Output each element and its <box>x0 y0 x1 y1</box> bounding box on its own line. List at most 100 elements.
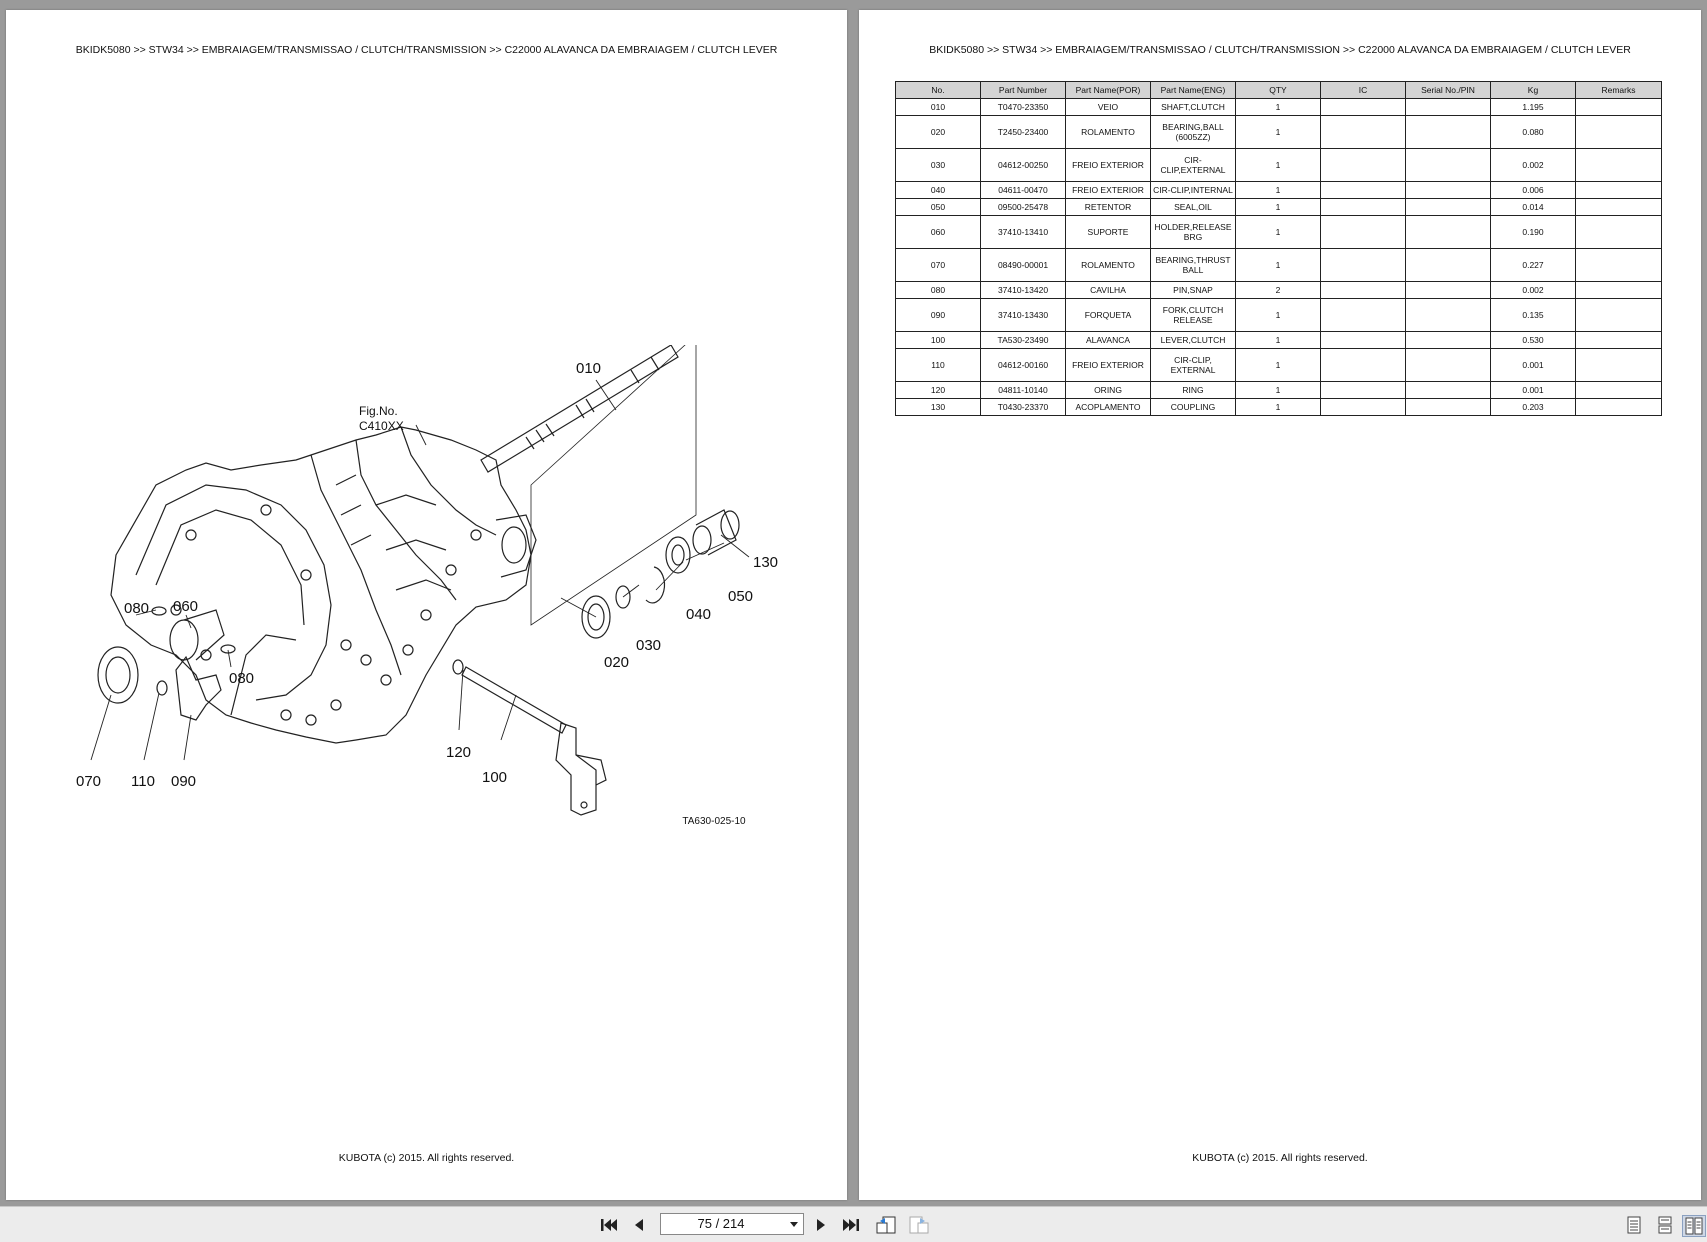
cell-kg: 0.190 <box>1490 215 1576 249</box>
cell-ic <box>1320 281 1406 299</box>
facing-pages-view-button[interactable] <box>1682 1215 1706 1237</box>
cell-part-number: T0430-23370 <box>980 398 1066 416</box>
single-page-view-button[interactable] <box>1623 1215 1645 1235</box>
cell-part-number: 08490-00001 <box>980 248 1066 282</box>
callout-030: 030 <box>636 637 661 654</box>
part-circlip-small <box>156 680 168 696</box>
cell-part-number: 37410-13420 <box>980 281 1066 299</box>
callout-leader-lines <box>90 379 750 761</box>
cell-no: 130 <box>895 398 981 416</box>
breadcrumb: BKIDK5080 >> STW34 >> EMBRAIAGEM/TRANSMI… <box>929 44 1631 56</box>
cell-qty: 1 <box>1235 298 1321 332</box>
next-page-button[interactable] <box>810 1215 832 1235</box>
cell-serial <box>1405 248 1491 282</box>
cell-ic <box>1320 215 1406 249</box>
cell-remarks <box>1575 381 1662 399</box>
first-page-button[interactable] <box>598 1215 620 1235</box>
cell-serial <box>1405 348 1491 382</box>
cell-kg: 0.014 <box>1490 198 1576 216</box>
callout-010: 010 <box>576 360 601 377</box>
first-page-icon <box>601 1219 617 1231</box>
cell-no: 020 <box>895 115 981 149</box>
cell-remarks <box>1575 215 1662 249</box>
cell-name-eng: CIR-CLIP,INTERNAL <box>1150 181 1236 199</box>
cell-name-eng: FORK,CLUTCH RELEASE <box>1150 298 1236 332</box>
part-snap-pin <box>220 644 236 654</box>
cell-qty: 1 <box>1235 331 1321 349</box>
continuous-view-icon <box>1658 1216 1672 1234</box>
cell-name-eng: CIR-CLIP, EXTERNAL <box>1150 348 1236 382</box>
cell-kg: 0.135 <box>1490 298 1576 332</box>
cell-name-por: ROLAMENTO <box>1065 248 1151 282</box>
cell-name-por: RETENTOR <box>1065 198 1151 216</box>
cell-qty: 1 <box>1235 148 1321 182</box>
cell-name-eng: CIR-CLIP,EXTERNAL <box>1150 148 1236 182</box>
cell-part-number: 37410-13430 <box>980 298 1066 332</box>
cell-part-number: 09500-25478 <box>980 198 1066 216</box>
cell-name-por: FREIO EXTERIOR <box>1065 181 1151 199</box>
last-page-button[interactable] <box>840 1215 862 1235</box>
cell-name-por: FREIO EXTERIOR <box>1065 148 1151 182</box>
cell-ic <box>1320 248 1406 282</box>
cell-name-eng: BEARING,THRUST BALL <box>1150 248 1236 282</box>
cell-kg: 0.006 <box>1490 181 1576 199</box>
col-header-part-number: Part Number <box>980 81 1066 99</box>
single-page-view-icon <box>1627 1216 1641 1234</box>
cell-remarks <box>1575 281 1662 299</box>
go-back-view-icon <box>876 1216 896 1234</box>
parts-table: No. Part Number Part Name(POR) Part Name… <box>895 81 1662 416</box>
callout-040: 040 <box>686 606 711 623</box>
col-header-remarks: Remarks <box>1575 81 1662 99</box>
cell-remarks <box>1575 331 1662 349</box>
callout-070: 070 <box>76 773 101 790</box>
previous-page-icon <box>635 1219 643 1231</box>
fig-ref-label: Fig.No. <box>359 404 398 418</box>
next-page-icon <box>817 1219 825 1231</box>
facing-pages-view-icon <box>1685 1217 1703 1235</box>
cell-serial <box>1405 281 1491 299</box>
cell-part-number: T0470-23350 <box>980 98 1066 116</box>
cell-part-number: 04811-10140 <box>980 381 1066 399</box>
cell-qty: 1 <box>1235 398 1321 416</box>
col-header-ic: IC <box>1320 81 1406 99</box>
cell-serial <box>1405 98 1491 116</box>
cell-kg: 0.227 <box>1490 248 1576 282</box>
cell-ic <box>1320 331 1406 349</box>
cell-kg: 0.002 <box>1490 148 1576 182</box>
go-back-view-button[interactable] <box>875 1215 897 1235</box>
part-shaft-clutch <box>480 345 679 473</box>
cell-serial <box>1405 331 1491 349</box>
callout-090: 090 <box>171 773 196 790</box>
cell-serial <box>1405 148 1491 182</box>
cell-kg: 0.203 <box>1490 398 1576 416</box>
callout-080: 080 <box>229 670 254 687</box>
cell-remarks <box>1575 198 1662 216</box>
previous-page-button[interactable] <box>628 1215 650 1235</box>
page-number-select[interactable]: 75 / 214 <box>660 1213 804 1235</box>
callout-130: 130 <box>753 554 778 571</box>
cell-part-number: TA530-23490 <box>980 331 1066 349</box>
col-header-no: No. <box>895 81 981 99</box>
cell-remarks <box>1575 248 1662 282</box>
cell-name-por: FORQUETA <box>1065 298 1151 332</box>
cell-serial <box>1405 298 1491 332</box>
cell-remarks <box>1575 398 1662 416</box>
go-forward-view-button[interactable] <box>908 1215 930 1235</box>
part-o-ring <box>452 659 464 675</box>
continuous-view-button[interactable] <box>1654 1215 1676 1235</box>
cell-name-por: ORING <box>1065 381 1151 399</box>
cell-ic <box>1320 181 1406 199</box>
cell-name-por: ROLAMENTO <box>1065 115 1151 149</box>
chevron-down-icon <box>790 1222 798 1227</box>
cell-no: 060 <box>895 215 981 249</box>
cell-remarks <box>1575 148 1662 182</box>
cell-serial <box>1405 215 1491 249</box>
cell-qty: 1 <box>1235 98 1321 116</box>
cell-kg: 1.195 <box>1490 98 1576 116</box>
cell-ic <box>1320 148 1406 182</box>
cell-remarks <box>1575 298 1662 332</box>
cell-kg: 0.001 <box>1490 381 1576 399</box>
